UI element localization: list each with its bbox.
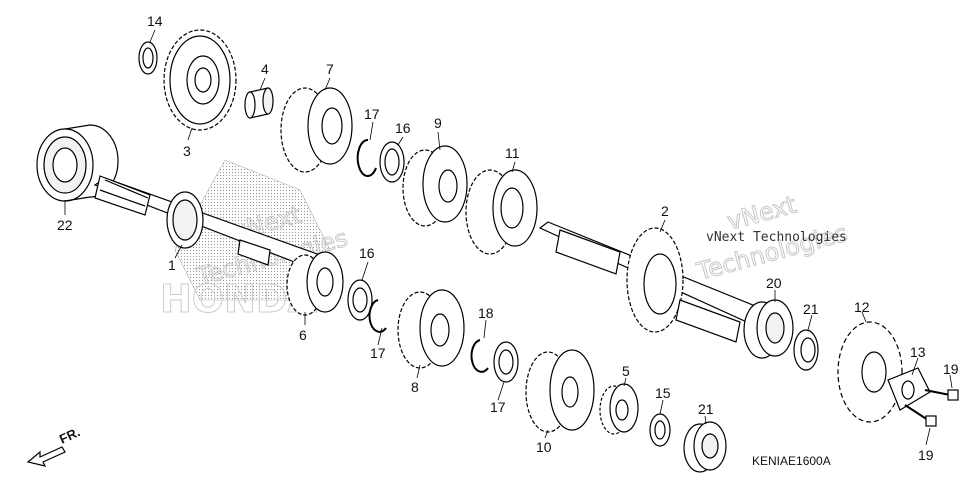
gear-5	[599, 383, 639, 435]
gear-7	[280, 87, 353, 173]
callout-21-upper: 19	[943, 361, 959, 377]
gear-3	[163, 29, 237, 131]
bearing-18	[743, 299, 794, 359]
callout-18: 20	[766, 275, 782, 291]
diagram-code: KENIAE1600A	[752, 454, 831, 468]
circlip-17-upper	[356, 138, 377, 177]
direction-label: FR.	[57, 424, 82, 446]
callout-15: 15	[655, 385, 671, 401]
callout-7: 7	[326, 61, 334, 77]
circlip-17-lower	[470, 339, 489, 373]
bolt-21-upper	[924, 389, 959, 401]
callout-2: 2	[661, 203, 669, 219]
washer-16-lower	[493, 341, 519, 383]
callout-12: 12	[854, 299, 870, 315]
callouts: 14 3 4 7 17 16 9 11 2 22 1 6 16 17 8 18 …	[57, 13, 959, 463]
callout-5: 5	[622, 363, 630, 379]
washer-15	[649, 413, 671, 447]
countershaft-2	[538, 221, 771, 343]
gear-9	[402, 145, 468, 227]
bushing-4	[244, 87, 274, 119]
bearing-22	[36, 124, 119, 202]
leader-lines	[64, 29, 953, 446]
circlip-17-middle	[368, 299, 387, 333]
callout-17-upper: 17	[364, 106, 380, 122]
callout-3: 3	[183, 143, 191, 159]
callout-1: 1	[168, 257, 176, 273]
gear-11	[465, 169, 538, 255]
gear-6	[286, 251, 344, 316]
mainshaft-1	[93, 175, 321, 269]
callout-20: 21	[803, 301, 819, 317]
callout-22: 22	[57, 217, 73, 233]
callout-4: 4	[261, 61, 269, 77]
washer-14	[138, 41, 158, 75]
callout-17-middle: 17	[370, 345, 386, 361]
callout-14: 14	[147, 13, 163, 29]
callout-9: 9	[434, 115, 442, 131]
callout-16-lower: 17	[490, 399, 506, 415]
callout-21-lower: 19	[918, 447, 934, 463]
front-direction-indicator: FR.	[26, 424, 82, 467]
washer-16-middle	[347, 279, 373, 321]
gear-10	[525, 349, 595, 433]
callout-8: 8	[411, 379, 419, 395]
bolt-21-lower	[904, 404, 937, 427]
vnext-watermark-right: vNext Technologies vNext Technologies	[693, 190, 851, 286]
bearing-19	[683, 421, 727, 473]
gear-8	[397, 289, 465, 369]
callout-16-middle: 16	[359, 245, 375, 261]
callout-11: 11	[505, 145, 520, 161]
washer-16-upper	[379, 141, 405, 183]
sprocket-12	[837, 321, 903, 423]
callout-17-lower: 18	[478, 305, 494, 321]
callout-10: 10	[536, 439, 552, 455]
callout-6: 6	[299, 327, 307, 343]
callout-16-upper: 16	[395, 120, 411, 136]
callout-13: 13	[910, 344, 926, 360]
seal-20	[793, 329, 819, 371]
front-arrow-icon	[26, 446, 66, 467]
watermark-text-right: vNext Technologies	[706, 230, 847, 245]
callout-19: 21	[698, 401, 714, 417]
